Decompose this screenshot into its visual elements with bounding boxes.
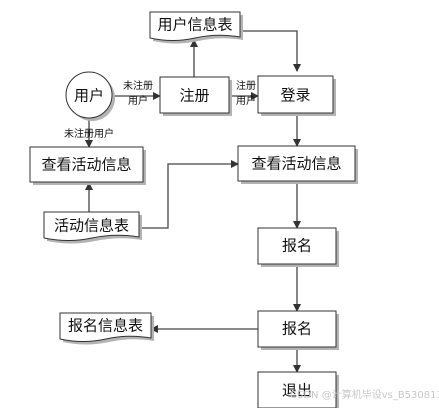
node-signup-1-label: 报名: [282, 237, 312, 255]
node-activity-table-label: 活动信息表: [54, 217, 129, 235]
node-user-table-label: 用户信息表: [157, 16, 232, 34]
node-signup-1: 报名: [257, 227, 339, 267]
node-register: 注册: [159, 76, 232, 116]
node-login: 登录: [257, 75, 336, 116]
edge-label-user-to-register-line1: 未注册: [123, 79, 153, 92]
edge-label-user-to-register-line2: 用户: [128, 94, 148, 107]
node-user: 用户: [65, 71, 115, 121]
watermark: CSDN @计算机毕设vs_B530813: [290, 388, 439, 401]
node-activity-table: 活动信息表: [43, 211, 142, 244]
node-view-activity-left: 查看活动信息: [29, 146, 146, 185]
node-register-label: 注册: [179, 87, 209, 105]
node-logout: 退出: [257, 371, 339, 408]
node-logout-label: 退出: [282, 382, 312, 400]
edge-label-register-to-login-line2: 用户: [236, 94, 256, 107]
edge-user-table-to-login: [240, 30, 301, 72]
node-signup-table: 报名信息表: [59, 312, 154, 345]
node-view-activity-left-label: 查看活动信息: [41, 156, 131, 174]
edge-activity-table-to-view-right: [139, 160, 239, 229]
node-user-label: 用户: [74, 87, 104, 105]
node-signup-table-label: 报名信息表: [68, 317, 143, 335]
edge-label-user-to-view: 未注册用户: [64, 127, 114, 140]
edges: [85, 30, 301, 373]
node-view-activity-right-label: 查看活动信息: [251, 155, 341, 173]
node-login-label: 登录: [280, 86, 310, 104]
node-signup-2: 报名: [257, 310, 339, 350]
node-signup-2-label: 报名: [282, 320, 312, 338]
node-user-table: 用户信息表: [149, 11, 243, 44]
edge-label-register-to-login-line1: 注册: [236, 79, 256, 92]
node-view-activity-right: 查看活动信息: [237, 145, 358, 184]
